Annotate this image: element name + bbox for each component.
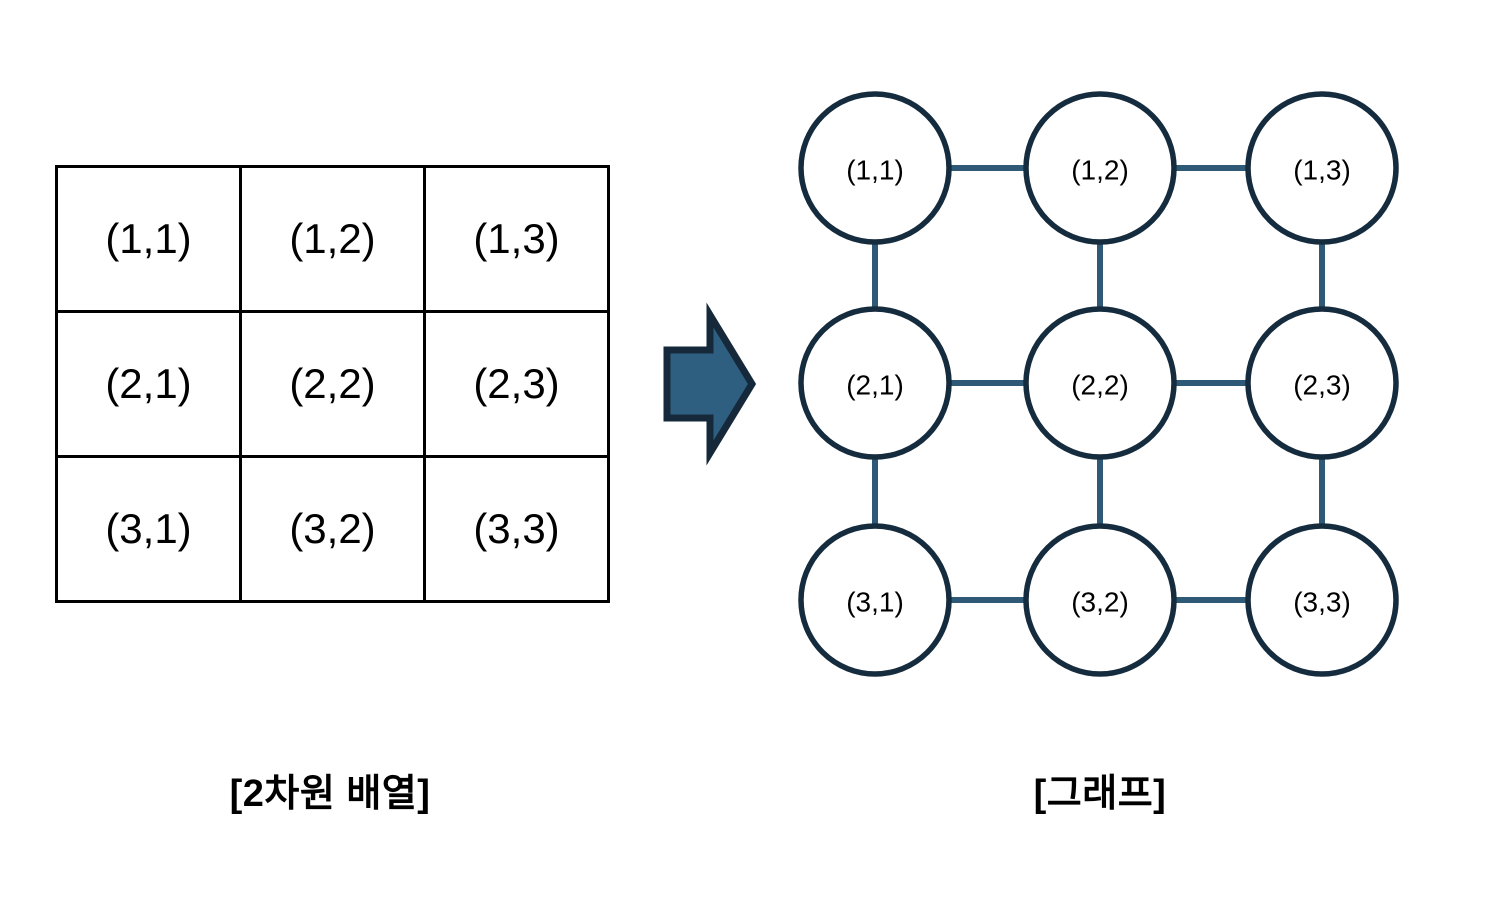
graph-node-circle (798, 306, 952, 460)
array-table-body: (1,1)(1,2)(1,3)(2,1)(2,2)(2,3)(3,1)(3,2)… (55, 165, 610, 603)
table-cell: (3,3) (423, 455, 610, 603)
table-cell: (1,3) (423, 165, 610, 313)
array-table: (1,1)(1,2)(1,3)(2,1)(2,2)(2,3)(3,1)(3,2)… (55, 165, 610, 603)
graph-node-circle (1245, 306, 1399, 460)
table-cell: (1,2) (239, 165, 426, 313)
graph-node-circle (1023, 523, 1177, 677)
graph-node: (2,2) (1023, 306, 1177, 460)
graph-node-circle (1023, 306, 1177, 460)
graph-node-circle (1245, 91, 1399, 245)
graph-node-circle (1023, 91, 1177, 245)
table-cell: (3,1) (55, 455, 242, 603)
graph-node-label: (3,1) (846, 587, 904, 618)
right-arrow-shape (663, 302, 757, 466)
graph-node-label: (1,1) (846, 155, 904, 186)
graph-node: (3,2) (1023, 523, 1177, 677)
table-cell: (2,1) (55, 310, 242, 458)
table-cell: (1,1) (55, 165, 242, 313)
graph-node-circle (798, 523, 952, 677)
graph-node-circle (1245, 523, 1399, 677)
graph-node-label: (2,2) (1071, 370, 1129, 401)
graph-node: (1,2) (1023, 91, 1177, 245)
graph-node-label: (1,2) (1071, 155, 1129, 186)
graph-node: (3,3) (1245, 523, 1399, 677)
graph-svg: (1,1) (1,2) (1,3) (2,1) (2,2) (2,3) (3,1) (3,2)… (798, 91, 1399, 677)
table-row: (2,1)(2,2)(2,3) (55, 310, 610, 458)
graph-caption: [그래프] (1033, 773, 1167, 815)
table-cell: (2,3) (423, 310, 610, 458)
graph-node: (2,3) (1245, 306, 1399, 460)
right-arrow-icon (663, 302, 757, 466)
graph-node: (1,3) (1245, 91, 1399, 245)
array-table-wrap: (1,1)(1,2)(1,3)(2,1)(2,2)(2,3)(3,1)(3,2)… (55, 165, 610, 603)
graph-node: (1,1) (798, 91, 952, 245)
graph-node-label: (3,3) (1293, 587, 1351, 618)
graph-node: (3,1) (798, 523, 952, 677)
table-row: (3,1)(3,2)(3,3) (55, 455, 610, 603)
graph-node-label: (1,3) (1293, 155, 1351, 186)
graph-node-label: (3,2) (1071, 587, 1129, 618)
array-caption: [2차원 배열] (229, 773, 431, 815)
graph-node-label: (2,1) (846, 370, 904, 401)
graph-node-label: (2,3) (1293, 370, 1351, 401)
graph-node: (2,1) (798, 306, 952, 460)
table-cell: (3,2) (239, 455, 426, 603)
table-cell: (2,2) (239, 310, 426, 458)
table-row: (1,1)(1,2)(1,3) (55, 165, 610, 313)
graph-node-circle (798, 91, 952, 245)
